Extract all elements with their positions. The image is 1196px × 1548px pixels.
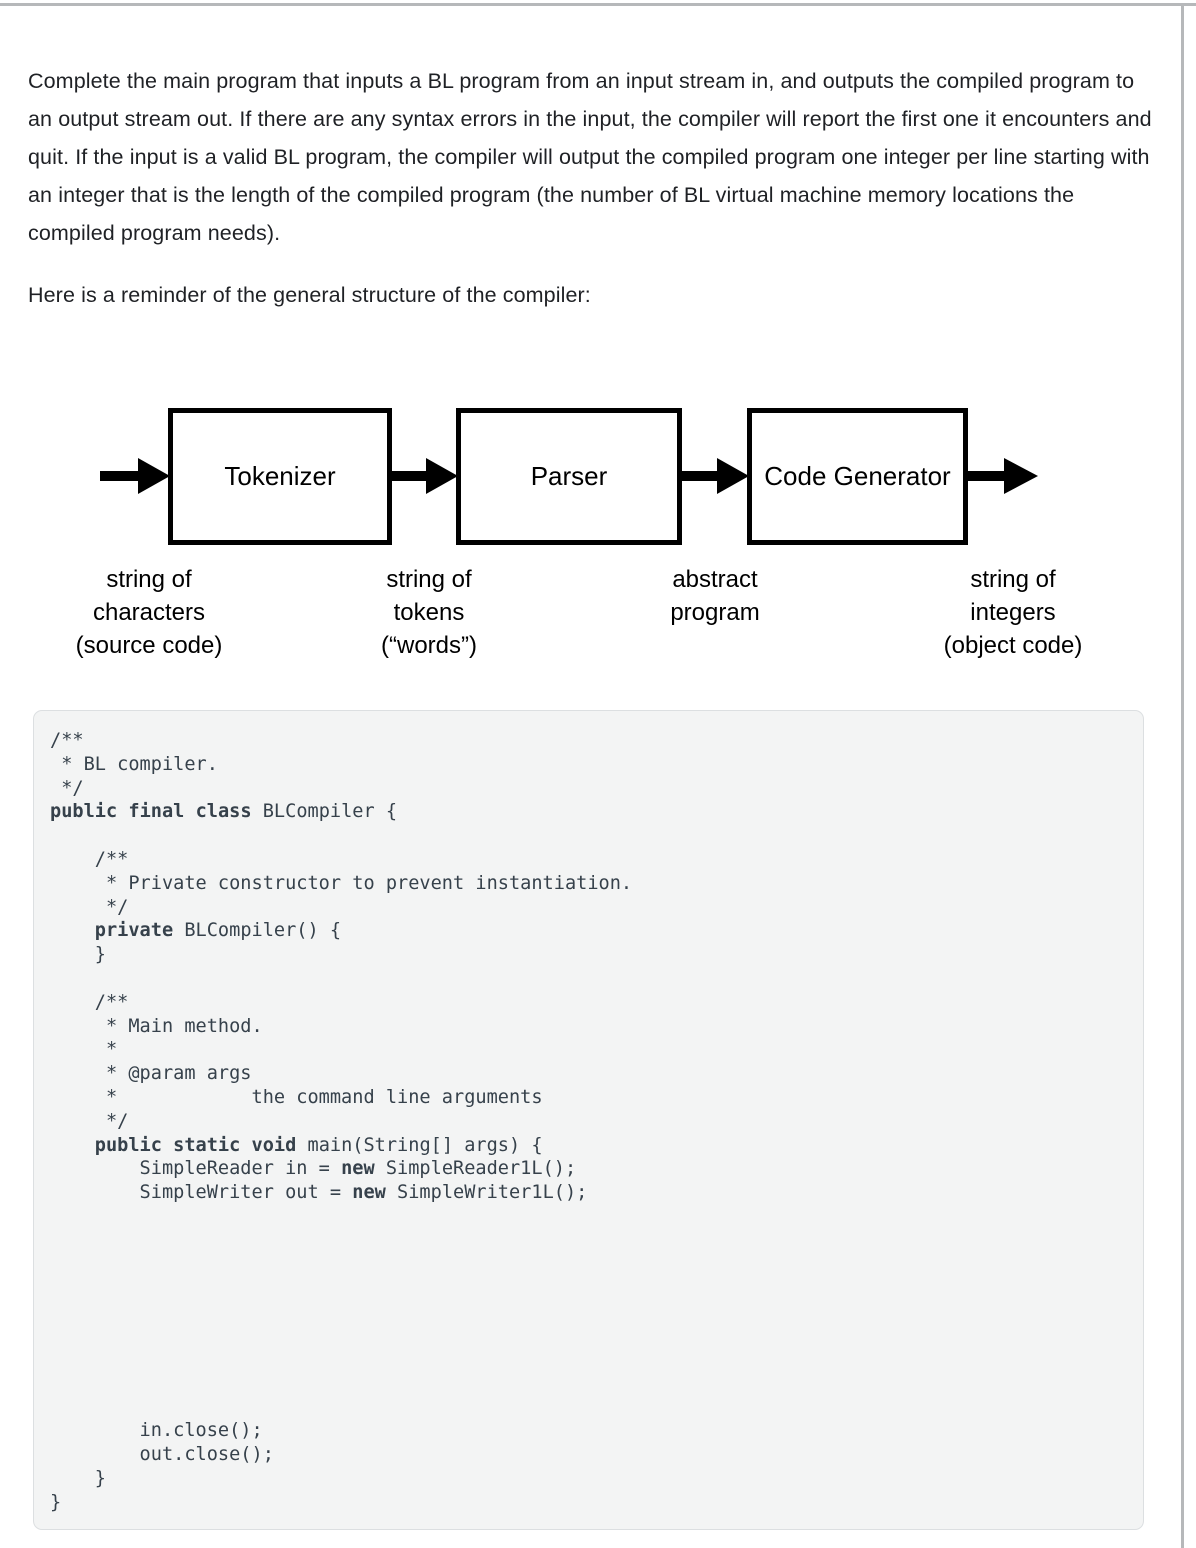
- diagram-box-tokenizer: Tokenizer: [168, 408, 392, 545]
- paragraph-task-description: Complete the main program that inputs a …: [28, 69, 1152, 245]
- diagram-box-tokenizer-label: Tokenizer: [224, 461, 336, 491]
- code-block[interactable]: /** * BL compiler. */ public final class…: [50, 730, 633, 1513]
- prose-section: Complete the main program that inputs a …: [28, 62, 1156, 314]
- diagram-label-abstract-program: abstract program: [670, 566, 760, 626]
- diagram-box-parser-label: Parser: [530, 461, 608, 491]
- diagram-label-tokens: string of tokens (“words”): [381, 566, 477, 659]
- arrow-input-icon: [100, 458, 170, 494]
- arrow-tokenizer-to-parser-icon: [390, 458, 458, 494]
- arrow-output-icon: [966, 458, 1038, 494]
- arrow-parser-to-codegen-icon: [680, 458, 749, 494]
- compiler-structure-diagram: Tokenizer Parser Code Generator string o…: [0, 398, 1196, 673]
- diagram-label-object-code: string of integers (object code): [943, 566, 1083, 659]
- page-right-rule: [1181, 3, 1184, 1548]
- diagram-box-code-generator: Code Generator: [747, 408, 968, 545]
- paragraph-diagram-intro: Here is a reminder of the general struct…: [28, 283, 591, 307]
- diagram-box-parser: Parser: [456, 408, 682, 545]
- diagram-box-code-generator-label: Code Generator: [764, 461, 951, 491]
- diagram-label-source-code: string of characters (source code): [75, 566, 223, 659]
- page-top-rule: [0, 3, 1196, 6]
- code-editor-panel[interactable]: /** * BL compiler. */ public final class…: [33, 710, 1144, 1530]
